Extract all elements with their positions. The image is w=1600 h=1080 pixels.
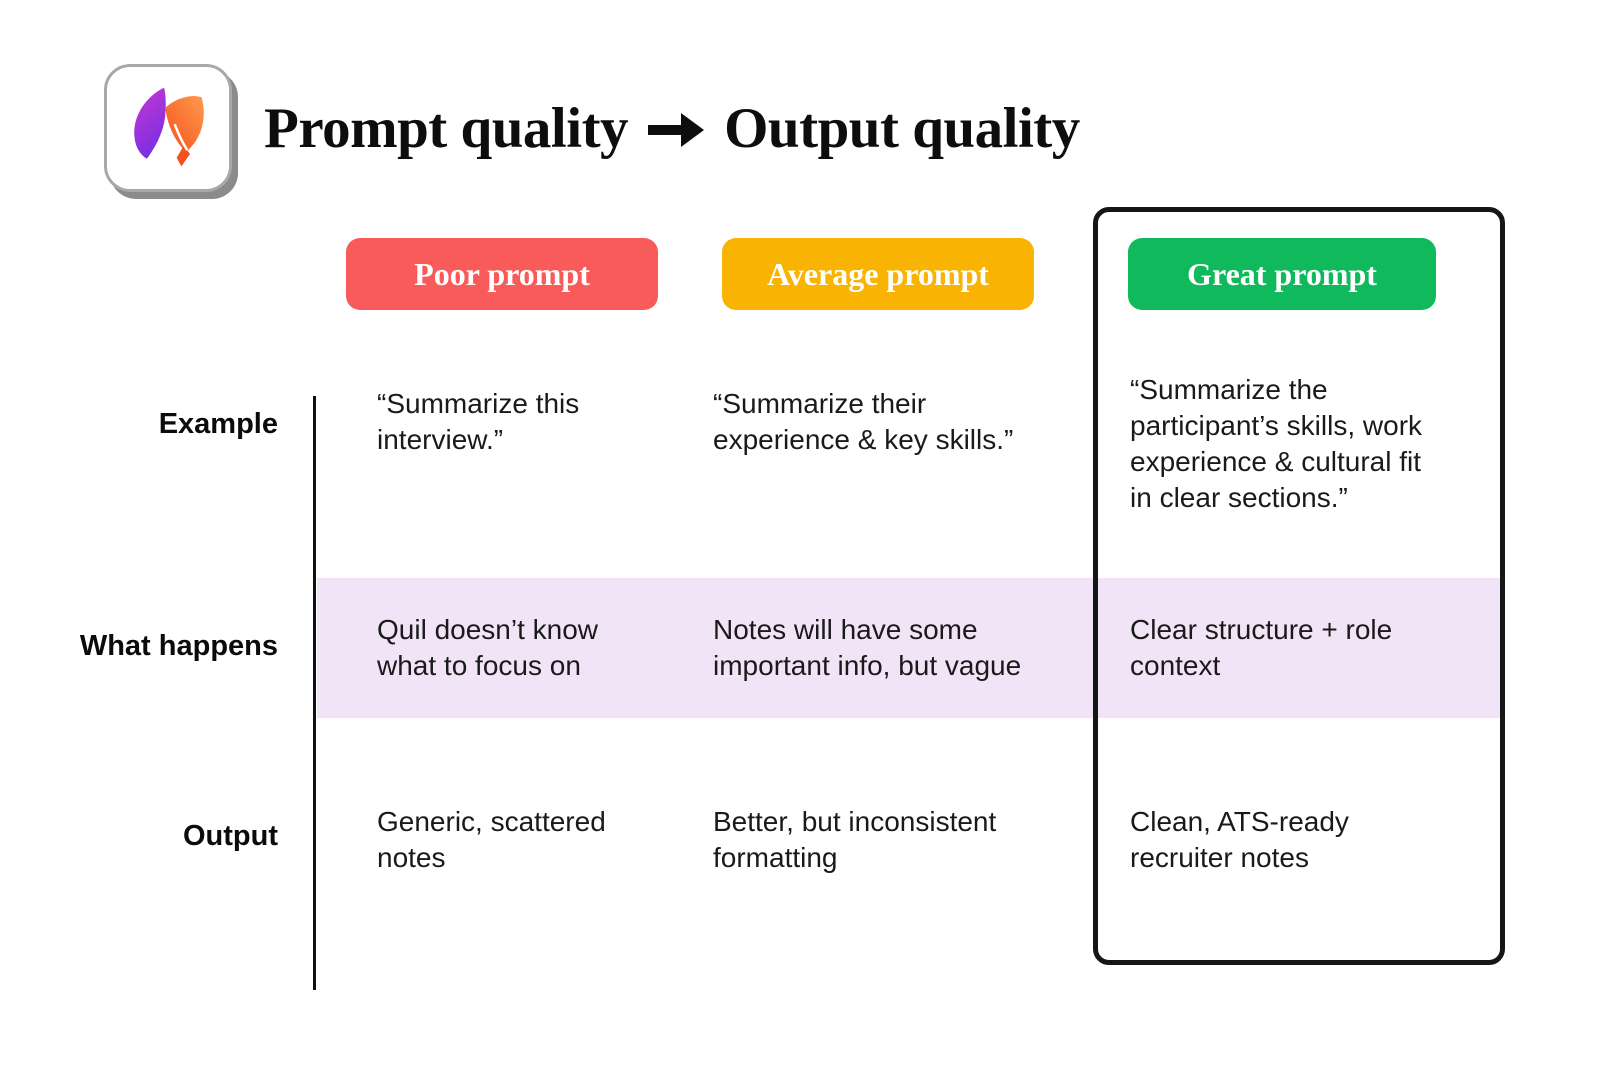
- quil-logo-icon: [134, 87, 204, 167]
- page-title-right: Output quality: [724, 96, 1080, 160]
- cell-example-poor: “Summarize this interview.”: [377, 388, 580, 455]
- column-header-great-prompt: Great prompt: [1128, 238, 1436, 310]
- cell-what-happens-great: Clear structure + role context: [1130, 614, 1393, 681]
- row-label-divider: [313, 396, 316, 990]
- cell-output-poor: Generic, scattered notes: [377, 806, 606, 873]
- cell-output-great: Clean, ATS-ready recruiter notes: [1130, 806, 1349, 873]
- column-header-poor-prompt: Poor prompt: [346, 238, 658, 310]
- row-label-output: Output: [182, 820, 278, 852]
- cell-what-happens-average: Notes will have some important info, but…: [713, 614, 1022, 681]
- great-prompt-label: Great prompt: [1187, 255, 1377, 292]
- cell-output-average: Better, but inconsistent formatting: [713, 806, 997, 873]
- poor-prompt-label: Poor prompt: [414, 255, 590, 292]
- cell-example-great: “Summarize the participant’s skills, wor…: [1130, 374, 1423, 513]
- cell-example-average: “Summarize their experience & key skills…: [713, 388, 1014, 455]
- row-label-example: Example: [158, 408, 278, 440]
- what-happens-row-highlight: [317, 578, 1503, 718]
- page-title: Prompt quality Output quality: [264, 88, 1080, 168]
- average-prompt-label: Average prompt: [767, 255, 989, 292]
- quil-logo: [104, 64, 232, 192]
- row-label-what-happens: What happens: [79, 630, 278, 662]
- page-title-left: Prompt quality: [264, 96, 629, 160]
- cell-what-happens-poor: Quil doesn’t know what to focus on: [377, 614, 599, 681]
- column-header-average-prompt: Average prompt: [722, 238, 1034, 310]
- great-prompt-highlight-box: [1093, 207, 1505, 965]
- arrow-right-icon: [648, 113, 705, 147]
